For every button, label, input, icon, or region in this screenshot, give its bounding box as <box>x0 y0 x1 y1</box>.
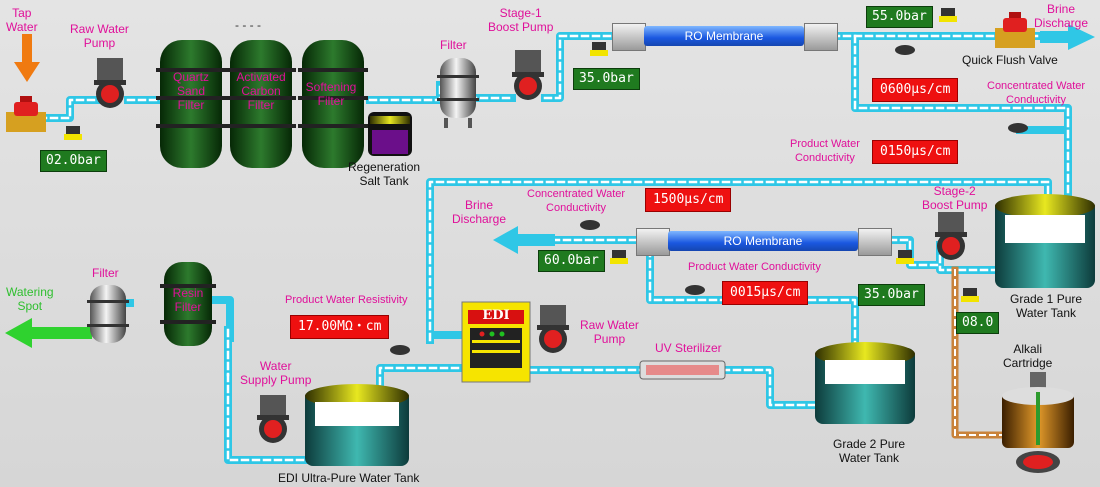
pressure-gauge-ro2 <box>612 250 626 258</box>
ro2-pressure-readout: 60.0bar <box>538 250 605 272</box>
regeneration-salt-tank <box>368 112 412 156</box>
raw-water-pump-label: Raw Water Pump <box>70 22 129 50</box>
conc-cond-2-label: Concentrated Water Conductivity <box>527 188 626 214</box>
regen-tank-label: Regeneration Salt Tank <box>348 160 421 188</box>
carbon-filter-label: Activated Carbon Filter <box>236 70 286 112</box>
resin-filter-label: Resin Filter <box>172 286 204 314</box>
conc-cond-1-readout: 0600μs/cm <box>872 78 959 102</box>
filter-1 <box>437 58 479 128</box>
edi-label: EDI <box>482 308 510 323</box>
ro1-left-cap <box>612 23 646 51</box>
stage2-boost-pump <box>935 212 967 260</box>
pressure-gauge-ro1 <box>941 8 955 16</box>
ro-membrane-2: RO Membrane <box>668 231 858 251</box>
uv-sterilizer <box>639 360 726 380</box>
raw-water-pump-2 <box>537 305 569 353</box>
stage2-pressure-readout: 35.0bar <box>858 284 925 306</box>
edi-unit <box>461 301 531 383</box>
softening-filter <box>298 40 368 168</box>
alkali-cartridge <box>1002 372 1074 473</box>
grade1-tank <box>995 194 1095 288</box>
prod-cond-2-readout: 0015μs/cm <box>722 281 809 305</box>
raw-water-pump-2-label: Raw Water Pump <box>580 318 639 346</box>
resistivity-readout: 17.00MΩ・cm <box>290 315 390 339</box>
tap-water-arrow <box>14 34 40 82</box>
tap-water-label: Tap Water <box>6 6 38 34</box>
quartz-sand-filter <box>156 40 226 168</box>
ph-readout: 08.0 <box>956 312 1000 334</box>
grade1-tank-label: Grade 1 Pure Water Tank <box>1010 292 1083 320</box>
stage1-pressure-readout: 35.0bar <box>573 68 640 90</box>
activated-carbon-filter <box>226 40 296 168</box>
pressure-gauge-inlet <box>66 126 80 134</box>
ro1-pressure-readout: 55.0bar <box>866 6 933 28</box>
filter-2 <box>87 285 129 343</box>
conc-cond-2-readout: 1500μs/cm <box>645 188 732 212</box>
quartz-filter-label: Quartz Sand Filter <box>172 70 209 112</box>
conc-cond-1-label: Concentrated Water Conductivity <box>987 80 1086 106</box>
softening-filter-label: Softening Filter <box>305 80 357 108</box>
prod-cond-1-label: Product Water Conductivity <box>790 138 860 164</box>
brine-discharge-arrow-1 <box>1040 24 1095 50</box>
ro-membrane-1: RO Membrane <box>644 26 804 46</box>
filter-2-label: Filter <box>92 266 119 280</box>
water-supply-pump <box>257 395 289 443</box>
ro2-left-cap <box>636 228 670 256</box>
prod-resistivity-label: Product Water Resistivity <box>285 294 408 306</box>
stage1-pump-label: Stage-1 Boost Pump <box>488 6 554 34</box>
prod-cond-1-readout: 0150μs/cm <box>872 140 959 164</box>
raw-water-pump-1 <box>94 58 126 108</box>
grade2-tank-label: Grade 2 Pure Water Tank <box>833 437 906 465</box>
edi-tank-label: EDI Ultra-Pure Water Tank <box>278 471 420 485</box>
pressure-gauge-stage1 <box>592 42 606 50</box>
ro1-right-cap <box>804 23 838 51</box>
brine-discharge-2-label: Brine Discharge <box>452 198 507 226</box>
water-supply-pump-label: Water Supply Pump <box>240 359 312 387</box>
edi-tank <box>305 384 409 466</box>
quick-flush-label: Quick Flush Valve <box>962 53 1058 67</box>
ph-gauge <box>963 288 977 296</box>
stage1-boost-pump <box>512 50 544 100</box>
dash-decoration: - - - - <box>235 18 261 32</box>
ro2-right-cap <box>858 228 892 256</box>
resin-filter <box>160 262 216 346</box>
watering-spot-arrow <box>5 318 92 348</box>
alkali-cartridge-label: Alkali Cartridge <box>1003 342 1053 370</box>
uv-label: UV Sterilizer <box>655 341 722 355</box>
prod-cond-2-label: Product Water Conductivity <box>688 261 821 273</box>
grade2-tank <box>815 342 915 424</box>
inlet-valve <box>6 96 46 132</box>
filter-1-label: Filter <box>440 38 467 52</box>
stage2-pump-label: Stage-2 Boost Pump <box>922 184 988 212</box>
pressure-gauge-stage2 <box>898 250 912 258</box>
watering-spot-label: Watering Spot <box>6 285 54 313</box>
quick-flush-valve <box>995 12 1035 48</box>
brine-discharge-1-label: Brine Discharge <box>1034 2 1089 30</box>
brine-discharge-arrow-2 <box>493 226 555 254</box>
inlet-pressure-readout: 02.0bar <box>40 150 107 172</box>
